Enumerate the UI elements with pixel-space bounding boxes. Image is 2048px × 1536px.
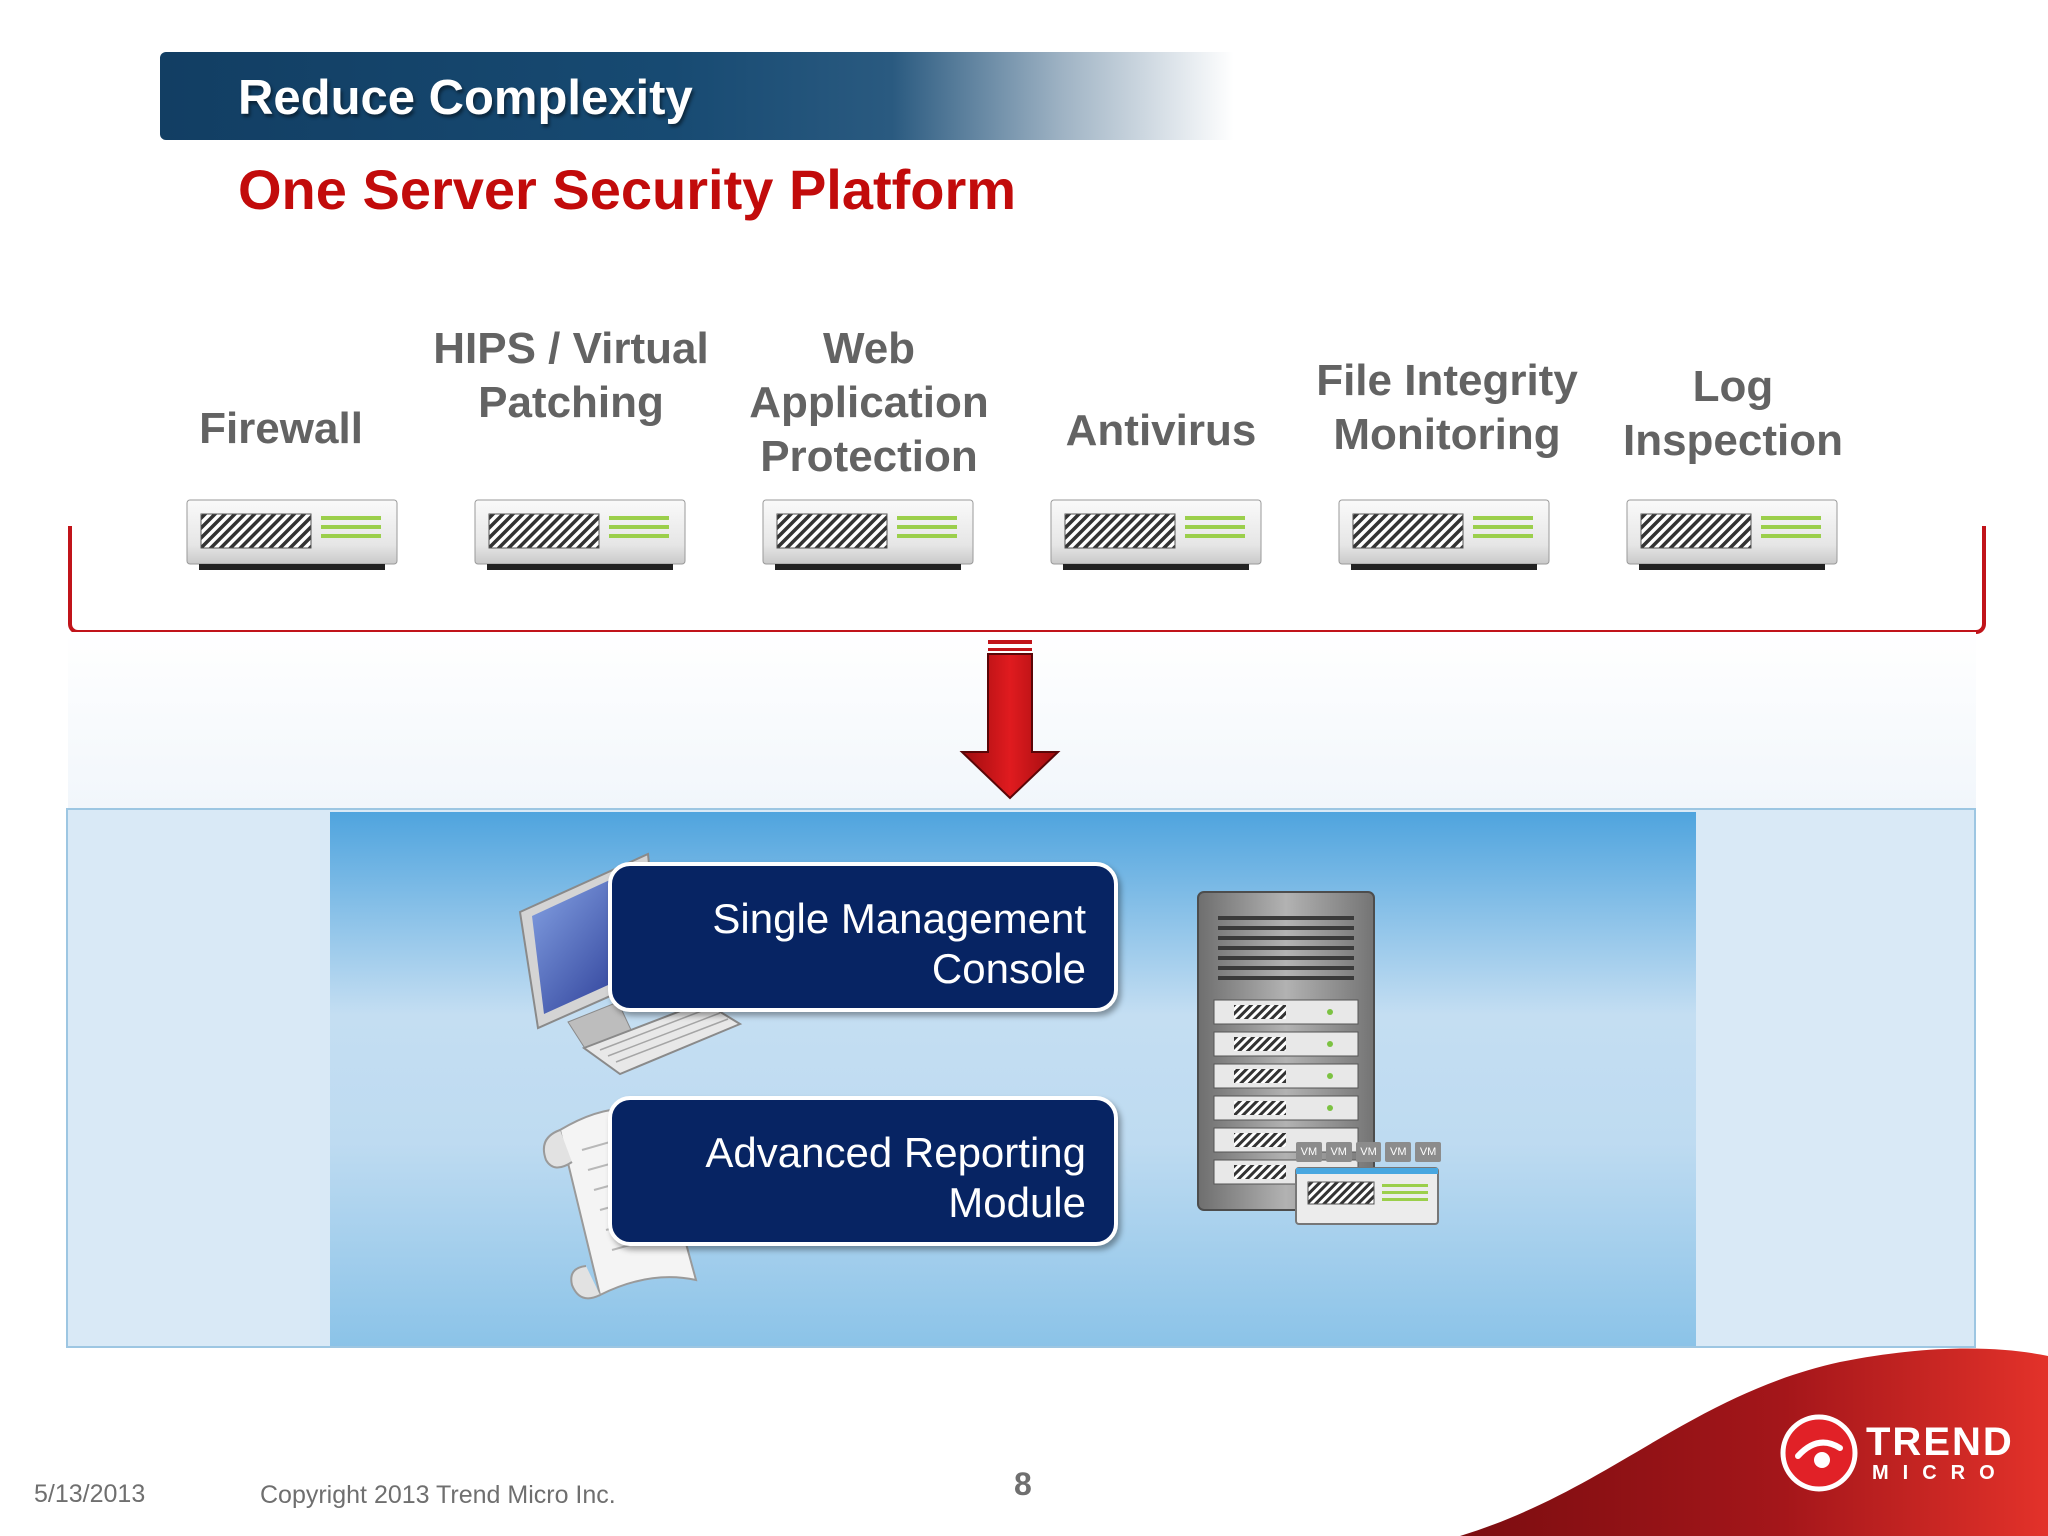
server-rack-icon	[1197, 891, 1439, 1225]
vm-badges: VM VM VM VM VM	[1296, 1142, 1441, 1162]
vm-badge: VM	[1296, 1142, 1322, 1162]
down-arrow-icon	[959, 640, 1061, 800]
trend-logo-icon	[1780, 1414, 1858, 1492]
slide-subtitle: One Server Security Platform	[238, 158, 1017, 221]
vm-badge: VM	[1325, 1142, 1352, 1162]
module-label-fim: File Integrity Monitoring	[1316, 356, 1578, 459]
appliance-icon-6	[1626, 499, 1838, 570]
footer-copyright: Copyright 2013 Trend Micro Inc.	[260, 1481, 616, 1509]
appliance-icon-1	[186, 499, 398, 570]
footer-swoosh	[1460, 1348, 2048, 1536]
page-number: 8	[1014, 1466, 1032, 1502]
appliance-icon-2	[474, 499, 686, 570]
vm-badge: VM	[1355, 1142, 1382, 1162]
logo-wordmark-line2: MICRO	[1872, 1462, 2009, 1484]
header-bar	[160, 52, 1380, 140]
appliance-icon-4	[1050, 499, 1262, 570]
logo-wordmark-line1: TREND	[1866, 1420, 2014, 1464]
reporting-label: Advanced Reporting Module	[705, 1129, 1086, 1226]
footer-date: 5/13/2013	[34, 1480, 146, 1508]
reporting-pill: Advanced Reporting Module	[608, 1096, 1118, 1246]
console-pill: Single Management Console	[608, 862, 1118, 1012]
module-label-firewall: Firewall	[199, 404, 363, 453]
vm-badge: VM	[1385, 1142, 1412, 1162]
module-label-antivirus: Antivirus	[1065, 406, 1257, 455]
module-label-log: Log Inspection	[1622, 362, 1844, 465]
module-label-hips: HIPS / Virtual Patching	[433, 324, 709, 427]
vm-badge: VM	[1415, 1142, 1441, 1162]
slide-title: Reduce Complexity	[238, 71, 693, 125]
console-label: Single Management Console	[712, 895, 1086, 992]
appliance-icon-3	[762, 499, 974, 570]
module-bracket	[68, 526, 1986, 634]
appliance-icon-5	[1338, 499, 1550, 570]
module-label-web-app: Web Application Protection	[749, 324, 989, 481]
